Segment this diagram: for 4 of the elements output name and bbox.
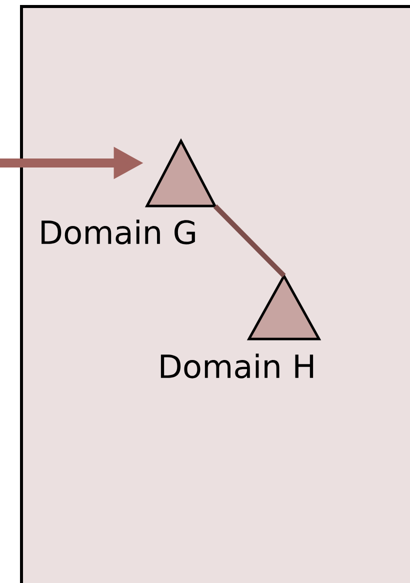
panel: [20, 5, 410, 583]
connector-line: [213, 204, 286, 278]
triangle-label: Domain G: [42, 220, 195, 244]
triangle-label: Domain H: [160, 354, 314, 378]
